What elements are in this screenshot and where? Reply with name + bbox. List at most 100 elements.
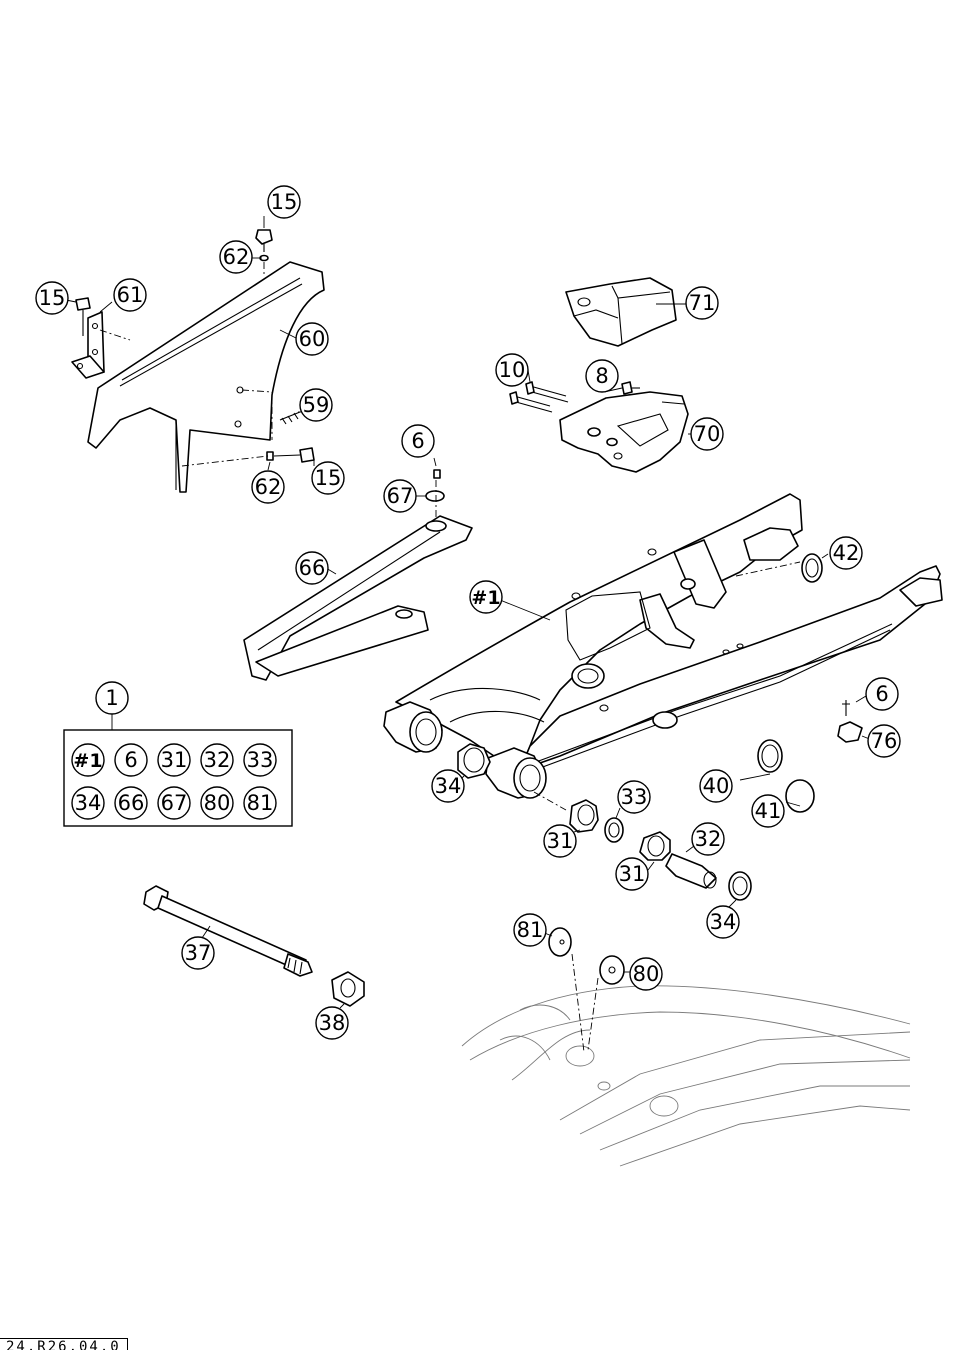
kit-item: 80 [200, 786, 234, 820]
callout-label: 80 [633, 962, 660, 986]
callout-label: 60 [299, 327, 326, 351]
callout-label: 6 [875, 682, 888, 706]
callout-circle [35, 281, 69, 315]
kit-title-callout: 1 [95, 681, 129, 715]
callout-16: #1 [469, 580, 503, 614]
callout-circle [295, 322, 329, 356]
callout-label: 62 [255, 475, 282, 499]
callout-11: 71 [685, 286, 719, 320]
callout-0: 15 [267, 185, 301, 219]
callout-circle [615, 857, 649, 891]
callout-circle [685, 286, 719, 320]
callout-14: 70 [690, 417, 724, 451]
callout-22: 33 [617, 780, 651, 814]
chain-slider [243, 469, 473, 681]
callout-label: 62 [223, 245, 250, 269]
callout-28: 38 [315, 1006, 349, 1040]
callout-label: 81 [517, 918, 544, 942]
callout-circle [829, 536, 863, 570]
callout-circle [865, 677, 899, 711]
callout-26: 34 [706, 905, 740, 939]
callout-label: 6 [411, 429, 424, 453]
callout-4: 60 [295, 322, 329, 356]
callout-6: 62 [251, 470, 285, 504]
kit-item-label: 34 [75, 791, 102, 815]
callout-circle [251, 470, 285, 504]
callout-circle [585, 359, 619, 393]
callout-15: 42 [829, 536, 863, 570]
callout-circle [219, 240, 253, 274]
chain-guide [509, 277, 689, 473]
callout-label: 15 [39, 286, 66, 310]
kit-item-label: #1 [73, 750, 102, 772]
callout-5: 59 [299, 388, 333, 422]
callout-label: 59 [303, 393, 330, 417]
kit-item: 81 [243, 786, 277, 820]
callout-label: 34 [435, 774, 462, 798]
callout-17: 6 [865, 677, 899, 711]
kit-item-label: 67 [161, 791, 188, 815]
callout-label: #1 [471, 587, 500, 609]
callout-label: 38 [319, 1011, 346, 1035]
callout-circle [617, 780, 651, 814]
callout-circle [431, 769, 465, 803]
callout-27: 37 [181, 936, 215, 970]
callout-label: 61 [117, 283, 144, 307]
kit-item: 31 [157, 743, 191, 777]
callout-9: 67 [383, 479, 417, 513]
callout-label: 33 [621, 785, 648, 809]
kit-item-label: 32 [204, 748, 231, 772]
callout-circle [113, 278, 147, 312]
callout-circle [311, 461, 345, 495]
callout-30: 80 [629, 957, 663, 991]
callout-circle [690, 417, 724, 451]
callout-circle [295, 551, 329, 585]
kit-item: 66 [114, 786, 148, 820]
chain-guard [87, 261, 325, 493]
callout-1: 62 [219, 240, 253, 274]
callout-circle [629, 957, 663, 991]
callout-circle [513, 913, 547, 947]
callout-circle [706, 905, 740, 939]
callout-label: 10 [499, 358, 526, 382]
callout-7: 15 [311, 461, 345, 495]
kit-item: #1 [71, 743, 105, 777]
callout-23: 31 [543, 824, 577, 858]
callout-label: 70 [694, 422, 721, 446]
callout-24: 32 [691, 822, 725, 856]
callout-label: 32 [695, 827, 722, 851]
callout-label: 71 [689, 291, 716, 315]
callout-10: 66 [295, 551, 329, 585]
callout-13: 8 [585, 359, 619, 393]
callout-circle [867, 724, 901, 758]
kit-item: 6 [114, 743, 148, 777]
callout-label: 31 [547, 829, 574, 853]
dashed-alignment-lines [99, 262, 801, 1053]
kit-item: 32 [200, 743, 234, 777]
callout-circle [495, 353, 529, 387]
callout-circle [751, 794, 785, 828]
swingarm-axle [143, 885, 365, 1007]
kit-item-label: 66 [118, 791, 145, 815]
callout-label: 15 [271, 190, 298, 214]
guard-bracket [71, 311, 105, 379]
callout-circle [699, 769, 733, 803]
callout-circle [299, 388, 333, 422]
callout-circle [181, 936, 215, 970]
bearing-parts [457, 553, 863, 985]
callout-circle [469, 580, 503, 614]
callout-circle [315, 1006, 349, 1040]
swingarm [383, 493, 943, 799]
kit-item: 34 [71, 786, 105, 820]
callout-label: 42 [833, 541, 860, 565]
kit-item: 33 [243, 743, 277, 777]
callout-18: 76 [867, 724, 901, 758]
kit-item: 67 [157, 786, 191, 820]
callout-label: 15 [315, 466, 342, 490]
callout-12: 10 [495, 353, 529, 387]
callout-circle [691, 822, 725, 856]
callout-8: 6 [401, 424, 435, 458]
kit-title-label: 1 [105, 686, 118, 710]
